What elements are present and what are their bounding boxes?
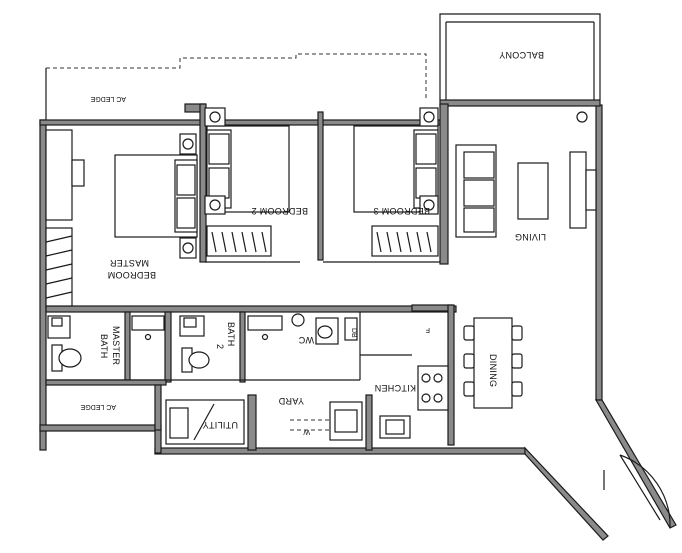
yard: YARD W (278, 396, 363, 441)
dining-table-icon (463, 317, 523, 409)
bedroom-2: BEDROOM 2 (204, 107, 308, 257)
db-label: DB (350, 328, 357, 338)
bed-icon (114, 133, 198, 259)
stove-icon (417, 365, 449, 411)
wc-label: WC (298, 335, 314, 345)
sofa-icon (455, 144, 497, 238)
bedroom-2-label: BEDROOM 2 (251, 206, 308, 216)
bedroom-3: BEDROOM 3 (353, 107, 439, 257)
toilet-icon (51, 344, 82, 372)
wc: WC DB (291, 313, 358, 345)
interior-walls (45, 103, 457, 451)
master-bedroom-label-1: MASTER (109, 258, 149, 268)
bed-icon (204, 107, 290, 215)
ac-ledge-bottom: AC LEDGE (80, 403, 116, 410)
master-bedroom-label-2: BEDROOM (107, 270, 156, 280)
wardrobe-icon (45, 129, 73, 221)
living-room: LIVING (455, 144, 597, 242)
utility-label: UTILITY (202, 420, 238, 430)
wardrobe-icon (371, 225, 439, 257)
bath-2-label-1: BATH (226, 322, 236, 347)
washer-label: W (303, 428, 310, 435)
toilet-icon (181, 347, 210, 373)
ac-ledge-top-label: AC LEDGE (90, 95, 126, 102)
utility: UTILITY (165, 399, 245, 445)
bedroom-3-label: BEDROOM 3 (373, 206, 430, 216)
master-bath-label-2: BATH (99, 334, 109, 359)
wardrobe-icon (45, 227, 73, 307)
fridge-label: F (426, 326, 430, 333)
bath-2: BATH 2 (179, 315, 283, 373)
toilet-icon (315, 317, 339, 345)
balcony: BALCONY (439, 13, 601, 123)
kitchen-label: KITCHEN (374, 383, 416, 393)
kitchen: F KITCHEN (374, 326, 449, 439)
exterior-walls (39, 99, 677, 541)
dining-label: DINING (488, 354, 498, 387)
coffee-table-icon (517, 162, 549, 220)
living-label: LIVING (515, 232, 546, 242)
wardrobe-icon (206, 225, 272, 257)
tv-console-icon (569, 151, 587, 229)
balcony-label: BALCONY (499, 50, 544, 60)
master-bedroom: MASTER BEDROOM (45, 129, 198, 307)
yard-label: YARD (278, 396, 304, 406)
door-swing-icon (603, 454, 671, 529)
master-bath: MASTER BATH (47, 315, 165, 372)
bed-icon (353, 107, 439, 215)
sink-icon (379, 415, 411, 439)
ac-ledge-bottom-label: AC LEDGE (80, 403, 116, 410)
washer-icon (329, 401, 363, 441)
ac-ledge-top: AC LEDGE (45, 53, 427, 120)
bath-2-label-2: 2 (215, 344, 225, 349)
master-bath-label-1: MASTER (111, 326, 121, 366)
dining-room: DINING (463, 317, 523, 409)
